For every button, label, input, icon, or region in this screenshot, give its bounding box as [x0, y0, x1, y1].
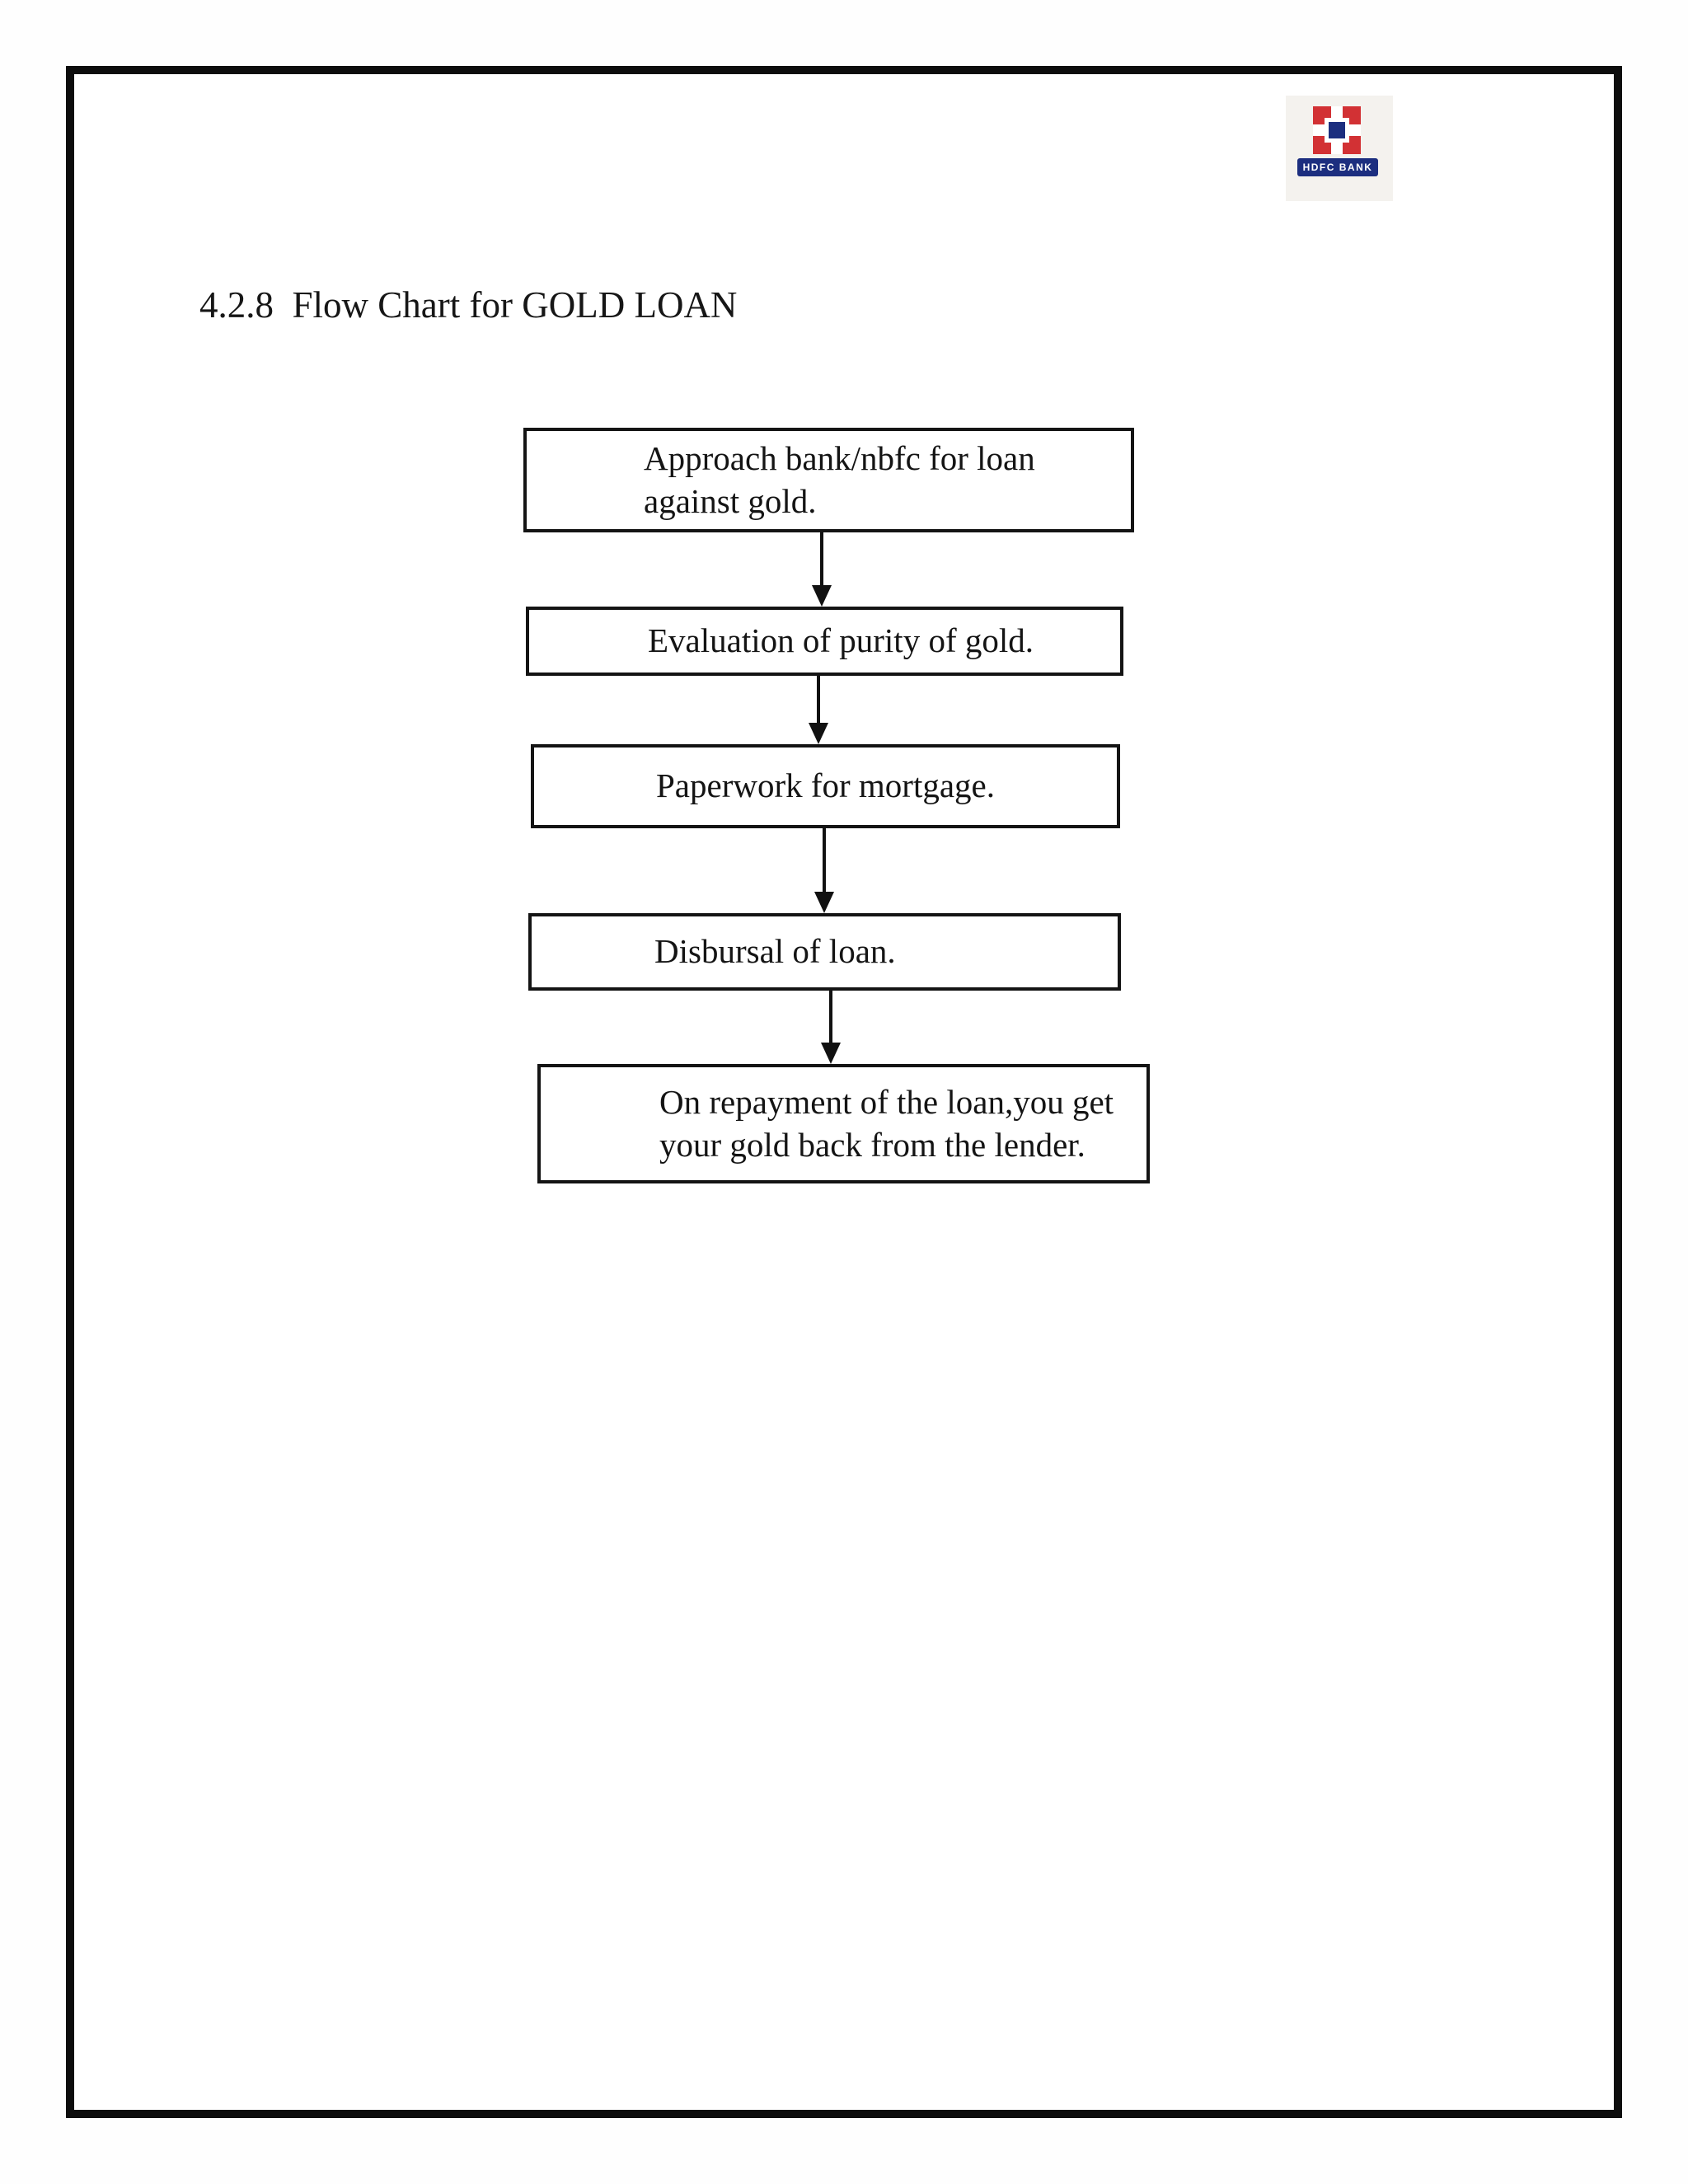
flow-step-paperwork: Paperwork for mortgage. [531, 744, 1120, 828]
logo-center-square [1329, 122, 1345, 138]
arrow-shaft [817, 676, 820, 726]
flow-step-text: Disbursal of loan. [654, 932, 896, 971]
flow-step-repayment: On repayment of the loan,you get your go… [537, 1064, 1150, 1183]
flow-arrow-3 [814, 828, 834, 913]
arrow-shaft [820, 532, 823, 588]
arrow-head-icon [821, 1043, 841, 1064]
arrow-shaft [829, 991, 832, 1046]
flow-step-text: Paperwork for mortgage. [656, 766, 996, 805]
flow-step-approach-bank: Approach bank/nbfc for loan against gold… [523, 428, 1134, 532]
hdfc-logo-icon [1313, 106, 1361, 154]
flow-arrow-2 [809, 676, 828, 744]
arrow-head-icon [812, 585, 832, 607]
flow-step-evaluation: Evaluation of purity of gold. [526, 607, 1123, 676]
flow-arrow-4 [821, 991, 841, 1064]
hdfc-bank-logo: HDFC BANK [1286, 96, 1393, 201]
arrow-shaft [823, 828, 826, 895]
flow-step-text: Evaluation of purity of gold. [648, 621, 1034, 660]
arrow-head-icon [814, 892, 834, 913]
flow-step-text: On repayment of the loan,you get [659, 1082, 1114, 1121]
flow-step-text: Approach bank/nbfc for loan [644, 438, 1035, 477]
hdfc-bank-wordmark: HDFC BANK [1297, 158, 1378, 176]
arrow-head-icon [809, 723, 828, 744]
flow-step-text: against gold. [644, 481, 817, 520]
page-title: 4.2.8 Flow Chart for GOLD LOAN [199, 284, 738, 326]
flow-step-text: your gold back from the lender. [659, 1125, 1085, 1164]
flow-arrow-1 [812, 532, 832, 607]
flow-step-disbursal: Disbursal of loan. [528, 913, 1121, 991]
